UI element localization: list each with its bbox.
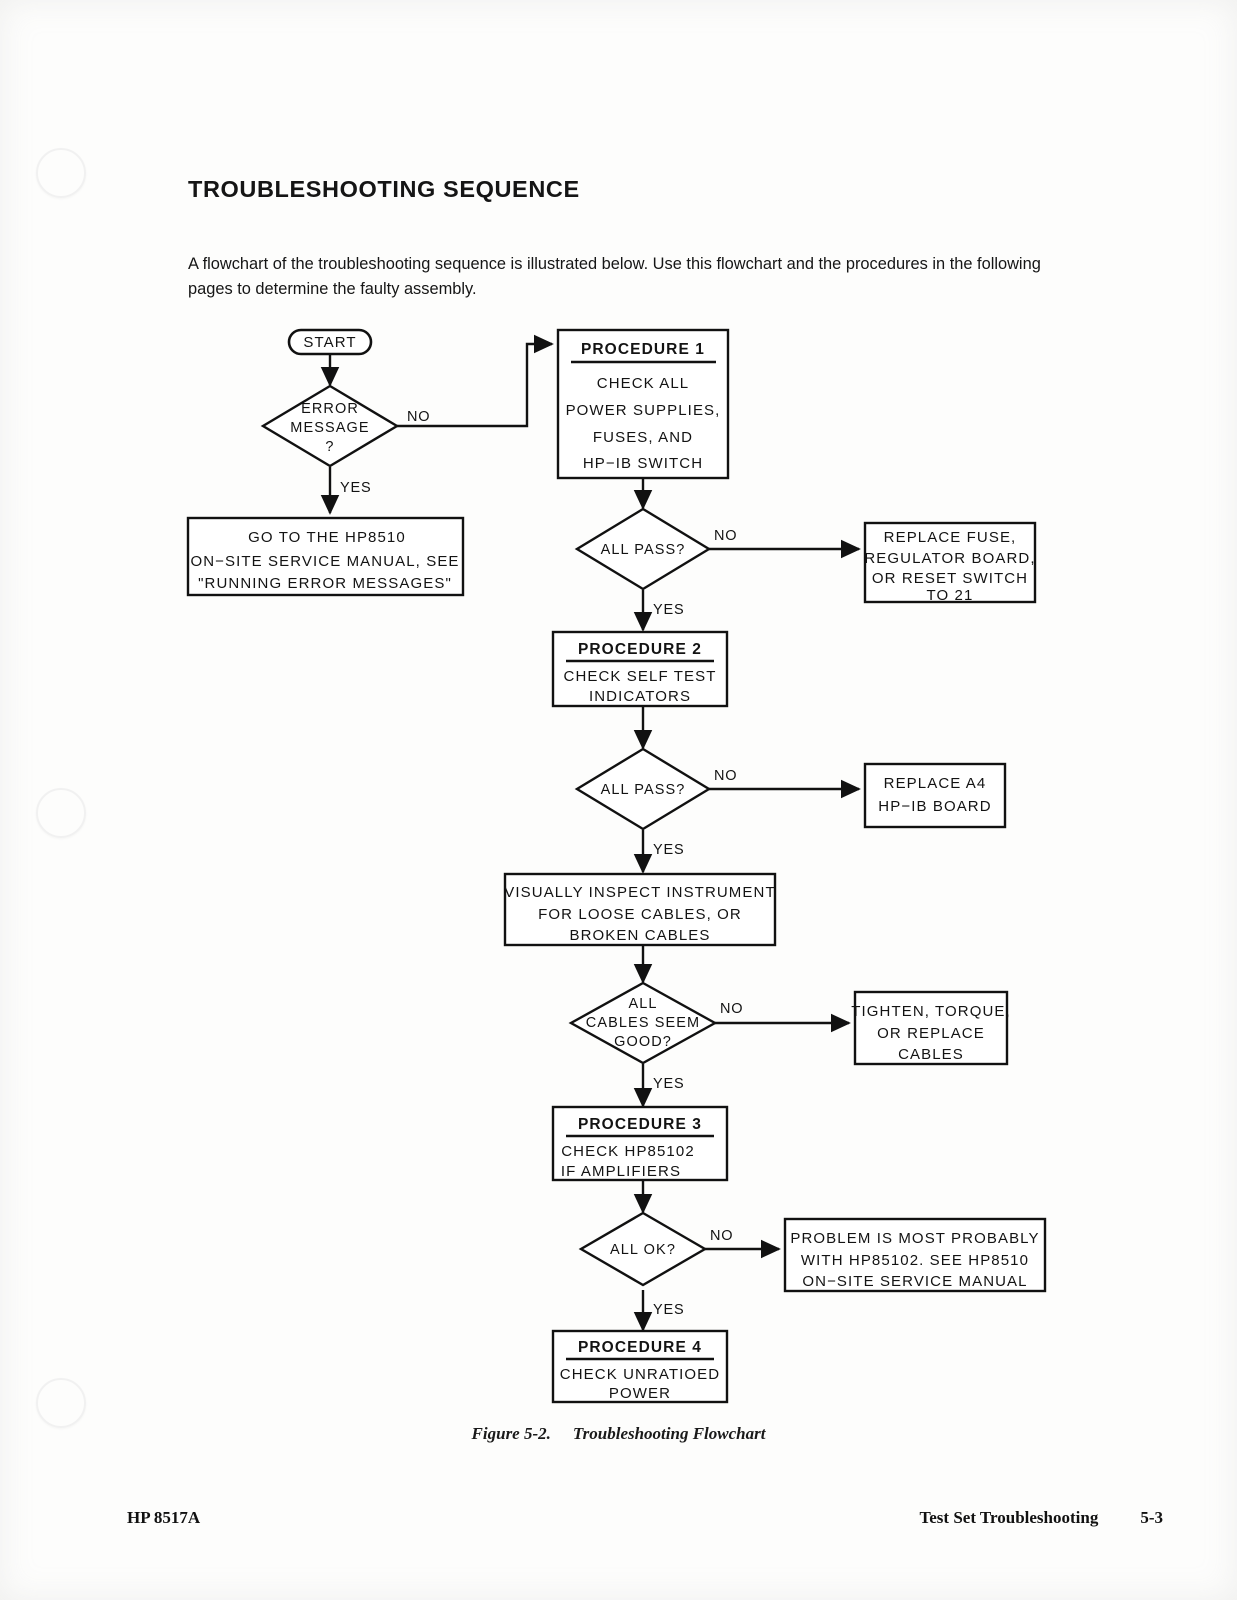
node-procedure1-heading: PROCEDURE 1 xyxy=(581,341,705,358)
node-replace-fuse-line3: OR RESET SWITCH xyxy=(872,570,1028,587)
node-tighten-line3: CABLES xyxy=(898,1046,964,1063)
edge-label-error-no: NO xyxy=(407,409,430,425)
edge-label-pass1-no: NO xyxy=(714,528,737,544)
connector-error-no-to-procedure1 xyxy=(397,334,554,428)
node-goto-line3: "RUNNING ERROR MESSAGES" xyxy=(198,575,452,592)
node-replace-fuse: REPLACE FUSE, REGULATOR BOARD, OR RESET … xyxy=(863,521,1037,604)
edge-label-error-yes: YES xyxy=(340,480,371,496)
node-procedure1-line3: FUSES, AND xyxy=(593,429,693,446)
node-replace-fuse-line4: TO 21 xyxy=(927,587,974,604)
hole-punch-mark-bottom xyxy=(36,1378,86,1428)
node-start-label: START xyxy=(303,334,356,351)
node-all-pass-decision-1: ALL PASS? xyxy=(574,507,712,591)
edge-label-cables-yes: YES xyxy=(653,1076,684,1092)
footer-model-number: HP 8517A xyxy=(127,1508,201,1527)
node-problem-line1: PROBLEM IS MOST PROBABLY xyxy=(790,1230,1039,1247)
node-all-ok-decision: ALL OK? xyxy=(578,1211,708,1287)
node-replace-fuse-line1: REPLACE FUSE, xyxy=(884,529,1017,546)
node-error-line1: ERROR xyxy=(301,401,359,417)
node-procedure4-heading: PROCEDURE 4 xyxy=(578,1339,702,1356)
node-problem-hp85102: PROBLEM IS MOST PROBABLY WITH HP85102. S… xyxy=(783,1217,1047,1293)
footer-section-label: Test Set Troubleshooting xyxy=(919,1508,1099,1527)
node-replace-a4-line1: REPLACE A4 xyxy=(884,775,987,792)
node-inspect-line3: BROKEN CABLES xyxy=(569,927,710,944)
section-title: TROUBLESHOOTING SEQUENCE xyxy=(188,176,580,202)
node-cables-line1: ALL xyxy=(628,996,657,1012)
edge-label-pass2-no: NO xyxy=(714,768,737,784)
node-procedure4-line1: CHECK UNRATIOED xyxy=(560,1366,720,1383)
node-start: START xyxy=(287,328,373,356)
node-procedure1-line1: CHECK ALL xyxy=(597,375,689,392)
node-cables-line2: CABLES SEEM xyxy=(586,1015,700,1031)
node-error-line3: ? xyxy=(325,439,334,455)
edge-label-pass1-yes: YES xyxy=(653,602,684,618)
node-procedure1-line2: POWER SUPPLIES, xyxy=(566,402,721,419)
node-visual-inspection: VISUALLY INSPECT INSTRUMENT FOR LOOSE CA… xyxy=(503,872,777,947)
intro-paragraph: A flowchart of the troubleshooting seque… xyxy=(188,255,1041,298)
figure-title: Troubleshooting Flowchart xyxy=(572,1424,766,1443)
node-all-pass-decision-2: ALL PASS? xyxy=(574,747,712,831)
footer-page-number: 5-3 xyxy=(1140,1508,1163,1527)
node-procedure-4: PROCEDURE 4 CHECK UNRATIOED POWER xyxy=(551,1329,729,1404)
node-error-message-decision: ERROR MESSAGE ? xyxy=(260,384,400,468)
edge-label-ok-yes: YES xyxy=(653,1302,684,1318)
node-procedure3-line2: IF AMPLIFIERS xyxy=(561,1163,681,1180)
figure-caption: Figure 5-2. Troubleshooting Flowchart xyxy=(0,1424,1237,1444)
node-ok-label: ALL OK? xyxy=(610,1242,676,1258)
node-procedure-1: PROCEDURE 1 CHECK ALL POWER SUPPLIES, FU… xyxy=(556,328,730,480)
node-pass2-label: ALL PASS? xyxy=(601,782,686,798)
node-goto-line2: ON−SITE SERVICE MANUAL, SEE xyxy=(190,553,459,570)
edge-label-cables-no: NO xyxy=(720,1001,743,1017)
node-procedure3-line1: CHECK HP85102 xyxy=(561,1143,695,1160)
node-problem-line2: WITH HP85102. SEE HP8510 xyxy=(801,1252,1029,1269)
node-tighten-line1: TIGHTEN, TORQUE, xyxy=(851,1003,1011,1020)
node-replace-fuse-line2: REGULATOR BOARD, xyxy=(864,550,1035,567)
node-inspect-line1: VISUALLY INSPECT INSTRUMENT xyxy=(504,884,775,901)
hole-punch-mark-top xyxy=(36,148,86,198)
node-procedure3-heading: PROCEDURE 3 xyxy=(578,1116,702,1133)
node-procedure2-line1: CHECK SELF TEST xyxy=(564,668,717,685)
node-replace-a4-board: REPLACE A4 HP−IB BOARD xyxy=(863,762,1007,829)
node-inspect-line2: FOR LOOSE CABLES, OR xyxy=(538,906,742,923)
node-problem-line3: ON−SITE SERVICE MANUAL xyxy=(802,1273,1027,1290)
node-procedure2-heading: PROCEDURE 2 xyxy=(578,641,702,658)
node-procedure4-line2: POWER xyxy=(609,1385,671,1402)
node-pass1-label: ALL PASS? xyxy=(601,542,686,558)
node-replace-a4-line2: HP−IB BOARD xyxy=(878,798,991,815)
node-tighten-cables: TIGHTEN, TORQUE, OR REPLACE CABLES xyxy=(851,990,1011,1066)
hole-punch-mark-middle xyxy=(36,788,86,838)
node-procedure-2: PROCEDURE 2 CHECK SELF TEST INDICATORS xyxy=(551,630,729,708)
node-goto-line1: GO TO THE HP8510 xyxy=(248,529,406,546)
node-tighten-line2: OR REPLACE xyxy=(877,1025,985,1042)
edge-label-pass2-yes: YES xyxy=(653,842,684,858)
footer-section: Test Set Troubleshooting 5-3 xyxy=(919,1508,1163,1528)
node-procedure2-line2: INDICATORS xyxy=(589,688,691,705)
figure-number: Figure 5-2. xyxy=(471,1424,551,1443)
node-goto-service-manual: GO TO THE HP8510 ON−SITE SERVICE MANUAL,… xyxy=(186,516,465,597)
node-procedure1-line4: HP−IB SWITCH xyxy=(583,455,703,472)
node-error-line2: MESSAGE xyxy=(290,420,369,436)
edge-label-ok-no: NO xyxy=(710,1228,733,1244)
node-cables-decision: ALL CABLES SEEM GOOD? xyxy=(568,981,718,1065)
node-procedure-3: PROCEDURE 3 CHECK HP85102 IF AMPLIFIERS xyxy=(551,1105,729,1182)
node-cables-line3: GOOD? xyxy=(614,1034,672,1050)
